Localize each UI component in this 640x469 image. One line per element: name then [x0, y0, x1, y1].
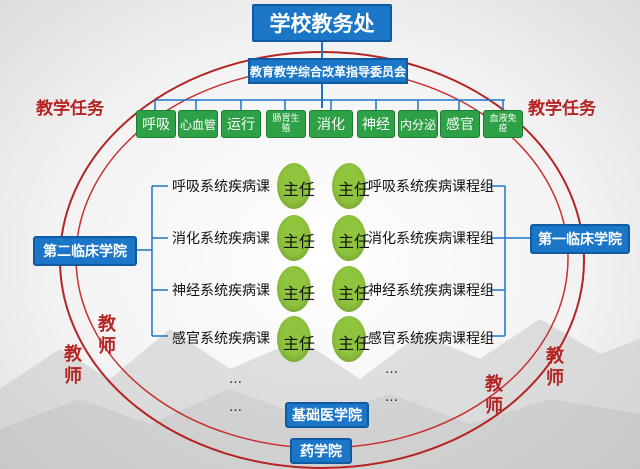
- director-oval: [277, 163, 311, 209]
- reform-committee-box: 教育教学综合改革指导委员会: [248, 58, 408, 84]
- teaching-task-right: 教学任务: [528, 99, 596, 119]
- teacher-label: 教师: [64, 344, 82, 387]
- system-box-urogenital: 肠胃生殖: [266, 110, 306, 138]
- teacher-label: 教师: [546, 346, 564, 389]
- system-box-respiratory: 呼吸: [136, 110, 176, 138]
- ellipsis: …: [229, 372, 243, 387]
- system-box-nervous: 神经: [357, 110, 395, 138]
- director-oval: [332, 316, 366, 362]
- right-course-group: 消化系统疾病课程组: [368, 231, 494, 247]
- ellipsis: …: [385, 390, 399, 405]
- academic-affairs-office-label: 学校教务处: [269, 12, 375, 36]
- left-course-group: 神经系统疾病课: [172, 283, 270, 299]
- right-course-group: 呼吸系统疾病课程组: [368, 179, 494, 195]
- system-box-endocrine: 内分泌: [398, 110, 438, 138]
- director-label: 主任: [283, 180, 316, 199]
- left-course-group: 呼吸系统疾病课: [172, 179, 270, 195]
- teacher-label: 教师: [98, 314, 116, 357]
- system-box-sensory: 感官: [440, 110, 480, 138]
- first-clinical-college-box: 第一临床学院: [530, 224, 630, 254]
- left-course-group: 消化系统疾病课: [172, 231, 270, 247]
- director-oval: [277, 215, 311, 261]
- director-label: 主任: [283, 334, 316, 353]
- director-oval: [277, 316, 311, 362]
- director-label: 主任: [338, 334, 371, 353]
- director-label: 主任: [283, 284, 316, 303]
- second-clinical-college-label: 第二临床学院: [43, 244, 127, 260]
- reform-committee-label: 教育教学综合改革指导委员会: [250, 64, 407, 79]
- second-clinical-college-box: 第二临床学院: [33, 236, 137, 266]
- right-course-group: 感官系统疾病课程组: [368, 331, 494, 347]
- great-wall-background: [0, 319, 640, 469]
- system-box-locomotor: 运行: [221, 110, 261, 138]
- left-course-group: 感官系统疾病课: [172, 331, 270, 347]
- director-label: 主任: [283, 232, 316, 251]
- director-label: 主任: [338, 232, 371, 251]
- system-box-digestive: 消化: [309, 110, 353, 138]
- basic-medicine-college-label: 基础医学院: [292, 408, 362, 424]
- basic-medicine-college-box: 基础医学院: [285, 402, 369, 428]
- director-label: 主任: [338, 180, 371, 199]
- director-oval: [332, 163, 366, 209]
- ellipsis: …: [229, 400, 243, 415]
- director-oval: [332, 266, 366, 312]
- system-box-blood-immune: 血液免疫: [483, 110, 523, 138]
- ellipsis: …: [385, 362, 399, 377]
- first-clinical-college-label: 第一临床学院: [538, 232, 622, 248]
- director-label: 主任: [338, 284, 371, 303]
- director-oval: [332, 215, 366, 261]
- teaching-task-left: 教学任务: [36, 99, 104, 119]
- pharmacy-college-box: 药学院: [290, 438, 352, 464]
- director-oval: [277, 266, 311, 312]
- teacher-label: 教师: [485, 374, 503, 417]
- academic-affairs-office-box: 学校教务处: [252, 4, 392, 42]
- pharmacy-college-label: 药学院: [300, 444, 342, 460]
- system-box-cardiovascular: 心血管: [178, 110, 218, 138]
- right-course-group: 神经系统疾病课程组: [368, 283, 494, 299]
